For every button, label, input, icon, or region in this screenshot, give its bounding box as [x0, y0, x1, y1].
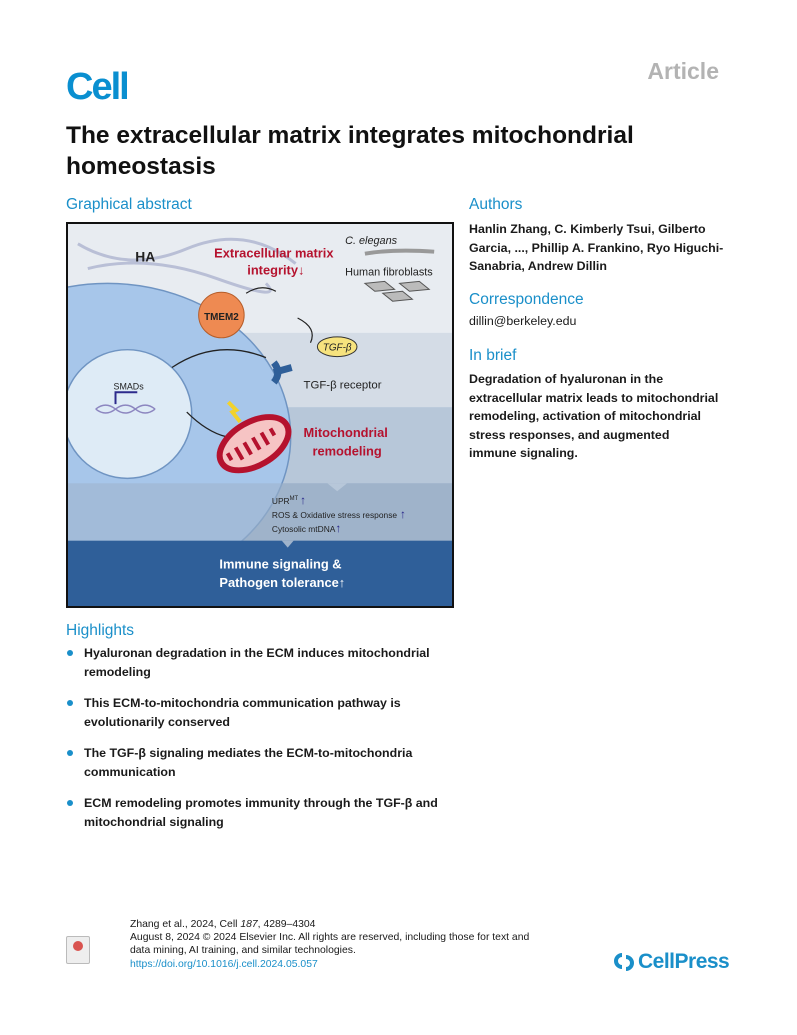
label-immune: Immune signaling & [219, 556, 341, 571]
bullet-icon [67, 750, 73, 756]
label-c-elegans: C. elegans [345, 235, 398, 247]
correspondence-heading: Correspondence [469, 291, 584, 308]
in-brief-text: Degradation of hyaluronan in the extrace… [469, 372, 719, 460]
tgfb-ligand [316, 336, 358, 358]
list-item: The TGF-β signaling mediates the ECM-to-… [66, 744, 466, 782]
fibroblast-icons [363, 280, 431, 302]
cellpress-logo-icon [614, 953, 634, 971]
stress-bolt-icon [226, 400, 242, 424]
worm-icon [364, 248, 435, 256]
nucleus-shape [68, 348, 193, 480]
highlights-heading: Highlights [66, 622, 135, 639]
bullet-icon [67, 700, 73, 706]
label-ros: ROS & Oxidative stress response↑ [272, 507, 406, 521]
label-upr: UPRMT↑ [272, 493, 306, 507]
highlights-list: Hyaluronan degradation in the ECM induce… [66, 644, 466, 844]
citation: Zhang et al., 2024, Cell 187, 4289–4304 [130, 919, 316, 930]
label-tmem2: TMEM2 [204, 312, 239, 323]
authors-list: Hanlin Zhang, C. Kimberly Tsui, Gilberto… [469, 222, 724, 273]
article-title: The extracellular matrix integrates mito… [66, 122, 634, 180]
journal-logo: Cell [66, 66, 130, 108]
authors-heading: Authors [469, 196, 523, 213]
bullet-icon [67, 800, 73, 806]
label-mito: Mitochondrial [304, 425, 388, 440]
list-item: This ECM-to-mitochondria communication p… [66, 694, 466, 732]
tmem2-enzyme [198, 291, 245, 339]
article-type: Article [647, 58, 719, 84]
immune-band [68, 540, 452, 606]
bullet-icon [67, 650, 73, 656]
cellpress-logo: CellPress [613, 950, 730, 974]
graphical-abstract: HA Extracellular matrix integrity↓ C. el… [66, 222, 454, 608]
label-ecm: Extracellular matrix [214, 246, 334, 261]
label-remodeling: remodeling [312, 444, 381, 459]
citation-footer: Zhang et al., 2024, Cell 187, 4289–4304 … [130, 918, 530, 971]
label-fibroblasts: Human fibroblasts [345, 266, 433, 278]
label-pathogen: Pathogen tolerance↑ [219, 575, 345, 590]
correspondence-email[interactable]: dillin@berkeley.edu [469, 314, 577, 328]
label-smads: SMADs [114, 381, 145, 391]
label-integrity: integrity↓ [247, 262, 304, 277]
label-mtdna: Cytosolic mtDNA↑ [272, 521, 341, 535]
mitochondrion-icon [216, 414, 292, 474]
dna-icon [95, 404, 156, 414]
list-item: Hyaluronan degradation in the ECM induce… [66, 644, 466, 682]
label-tgfb: TGF-β [323, 343, 352, 354]
check-for-updates-icon[interactable] [66, 936, 90, 964]
list-item: ECM remodeling promotes immunity through… [66, 794, 466, 832]
hyaluronan-fibers [77, 237, 297, 294]
label-receptor: TGF-β receptor [304, 379, 382, 391]
in-brief-heading: In brief [469, 347, 517, 364]
label-ha: HA [135, 249, 155, 265]
doi-link[interactable]: https://doi.org/10.1016/j.cell.2024.05.0… [130, 958, 318, 970]
tgfb-receptor-icon [271, 360, 293, 385]
copyright: August 8, 2024 © 2024 Elsevier Inc. All … [130, 932, 530, 957]
graphical-abstract-heading: Graphical abstract [66, 196, 192, 213]
